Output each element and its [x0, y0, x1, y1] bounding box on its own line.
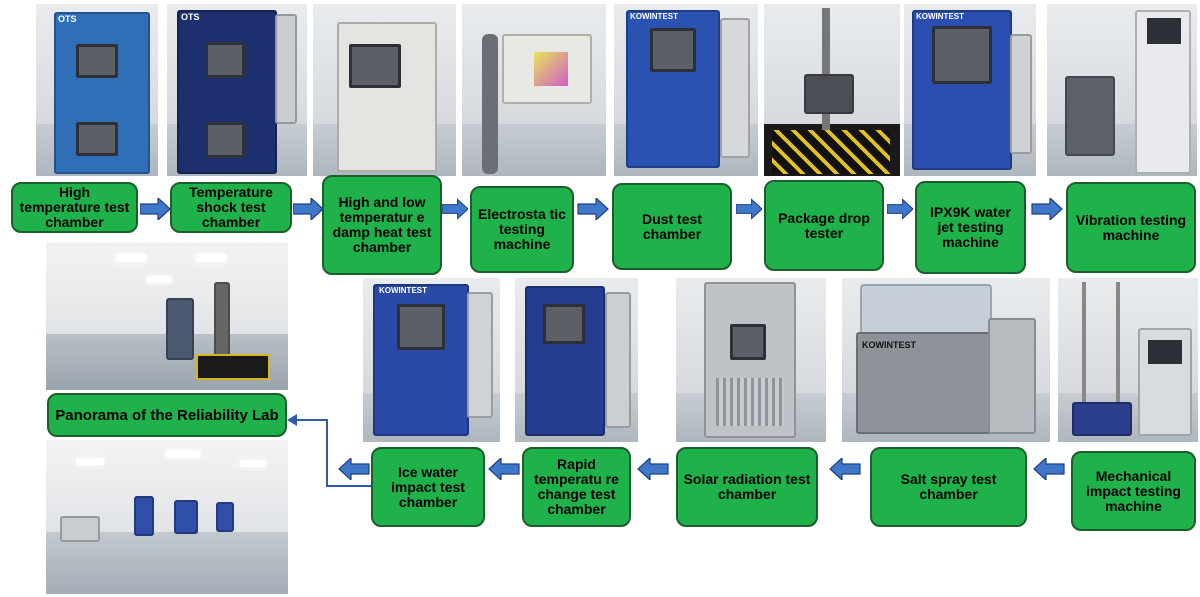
shaker-table [1065, 76, 1115, 156]
control-panel [1010, 34, 1032, 154]
flow-arrow-right-icon [887, 198, 913, 220]
lab-equipment [216, 502, 234, 532]
flow-arrow-right-icon [140, 198, 170, 220]
photo-temperature-shock-chamber: OTS [167, 4, 307, 176]
photo-dust-chamber: KOWINTEST [614, 4, 758, 176]
photo-high-temperature-chamber: OTS [36, 4, 158, 176]
flow-arrow-left-icon [637, 458, 669, 480]
impact-guide-rail [1082, 282, 1086, 412]
label-ice-water-chamber: Ice water impact test chamber [371, 447, 485, 527]
cooling-vent [716, 378, 784, 426]
safety-mat [772, 130, 890, 174]
photo-vibration-machine [1047, 4, 1197, 176]
label-temperature-shock-chamber: Temperature shock test chamber [170, 182, 292, 233]
impact-base [1072, 402, 1132, 436]
flow-arrow-left-icon [338, 458, 370, 480]
label-rapid-temperature-chamber: Rapid temperatu re change test chamber [522, 447, 631, 527]
chamber-window [543, 304, 585, 344]
photo-mechanical-impact-machine [1058, 278, 1198, 442]
photo-salt-spray-chamber: KOWINTEST [842, 278, 1050, 442]
label-salt-spray-chamber: Salt spray test chamber [870, 447, 1027, 527]
chamber-window [730, 324, 766, 360]
photo-solar-radiation-chamber [676, 278, 826, 442]
chamber-body [856, 332, 992, 434]
chamber-window [397, 304, 445, 350]
lab-floor-mat [196, 354, 270, 380]
lab-equipment [134, 496, 154, 536]
label-dust-chamber: Dust test chamber [612, 183, 732, 270]
flow-arrow-right-icon [293, 198, 323, 220]
brand-logo: KOWINTEST [379, 286, 427, 295]
photo-damp-heat-chamber [313, 4, 456, 176]
photo-electrostatic-machine [462, 4, 606, 176]
brand-logo: OTS [58, 14, 77, 24]
label-package-drop-tester: Package drop tester [764, 180, 884, 271]
flow-arrow-left-icon [1033, 458, 1065, 480]
label-mechanical-impact-machine: Mechanical impact testing machine [1071, 451, 1196, 531]
connector-arrow-icon [287, 414, 373, 487]
chamber-window [76, 122, 118, 156]
impact-guide-rail [1116, 282, 1120, 412]
lab-equipment [174, 500, 198, 534]
lab-equipment [214, 282, 230, 362]
brand-logo: OTS [181, 12, 200, 22]
cabinet-monitor [1148, 340, 1182, 364]
flow-arrow-right-icon [1031, 198, 1063, 220]
photo-panorama-lab-bottom [46, 440, 288, 594]
brand-logo: KOWINTEST [916, 12, 964, 21]
photo-panorama-lab-top [46, 242, 288, 390]
chamber-window [205, 42, 245, 78]
photo-ipx9k-machine: KOWINTEST [904, 4, 1036, 176]
control-panel [275, 14, 297, 124]
label-electrostatic-machine: Electrosta tic testing machine [470, 186, 574, 273]
brand-logo: KOWINTEST [862, 340, 916, 350]
chamber-window [650, 28, 696, 72]
label-ipx9k-machine: IPX9K water jet testing machine [915, 181, 1026, 274]
label-solar-radiation-chamber: Solar radiation test chamber [676, 447, 818, 527]
flow-arrow-right-icon [736, 198, 762, 220]
flow-arrow-right-icon [442, 198, 468, 220]
tester-screen [534, 52, 568, 86]
chamber-window [349, 44, 401, 88]
photo-rapid-temperature-chamber [515, 278, 638, 442]
drop-platform [804, 74, 854, 114]
label-high-temperature-chamber: High temperature test chamber [11, 182, 138, 233]
chamber-window [76, 44, 118, 78]
lab-equipment [166, 298, 194, 360]
flow-arrow-left-icon [488, 458, 520, 480]
photo-package-drop-tester [764, 4, 900, 176]
flow-arrow-right-icon [577, 198, 609, 220]
control-panel [605, 292, 631, 428]
label-damp-heat-chamber: High and low temperatur e damp heat test… [322, 175, 442, 275]
control-panel [467, 292, 493, 418]
chamber-window [205, 122, 245, 158]
lab-equipment [60, 516, 100, 542]
drop-frame [822, 8, 830, 138]
label-vibration-machine: Vibration testing machine [1066, 182, 1196, 273]
label-panorama: Panorama of the Reliability Lab [47, 393, 287, 437]
brand-logo: KOWINTEST [630, 12, 678, 21]
photo-ice-water-chamber: KOWINTEST [363, 278, 500, 442]
control-panel [988, 318, 1036, 434]
cabinet-monitor [1147, 18, 1181, 44]
chamber-window [932, 26, 992, 84]
esd-gun [482, 34, 498, 174]
flow-arrow-left-icon [829, 458, 861, 480]
control-panel [720, 18, 750, 158]
